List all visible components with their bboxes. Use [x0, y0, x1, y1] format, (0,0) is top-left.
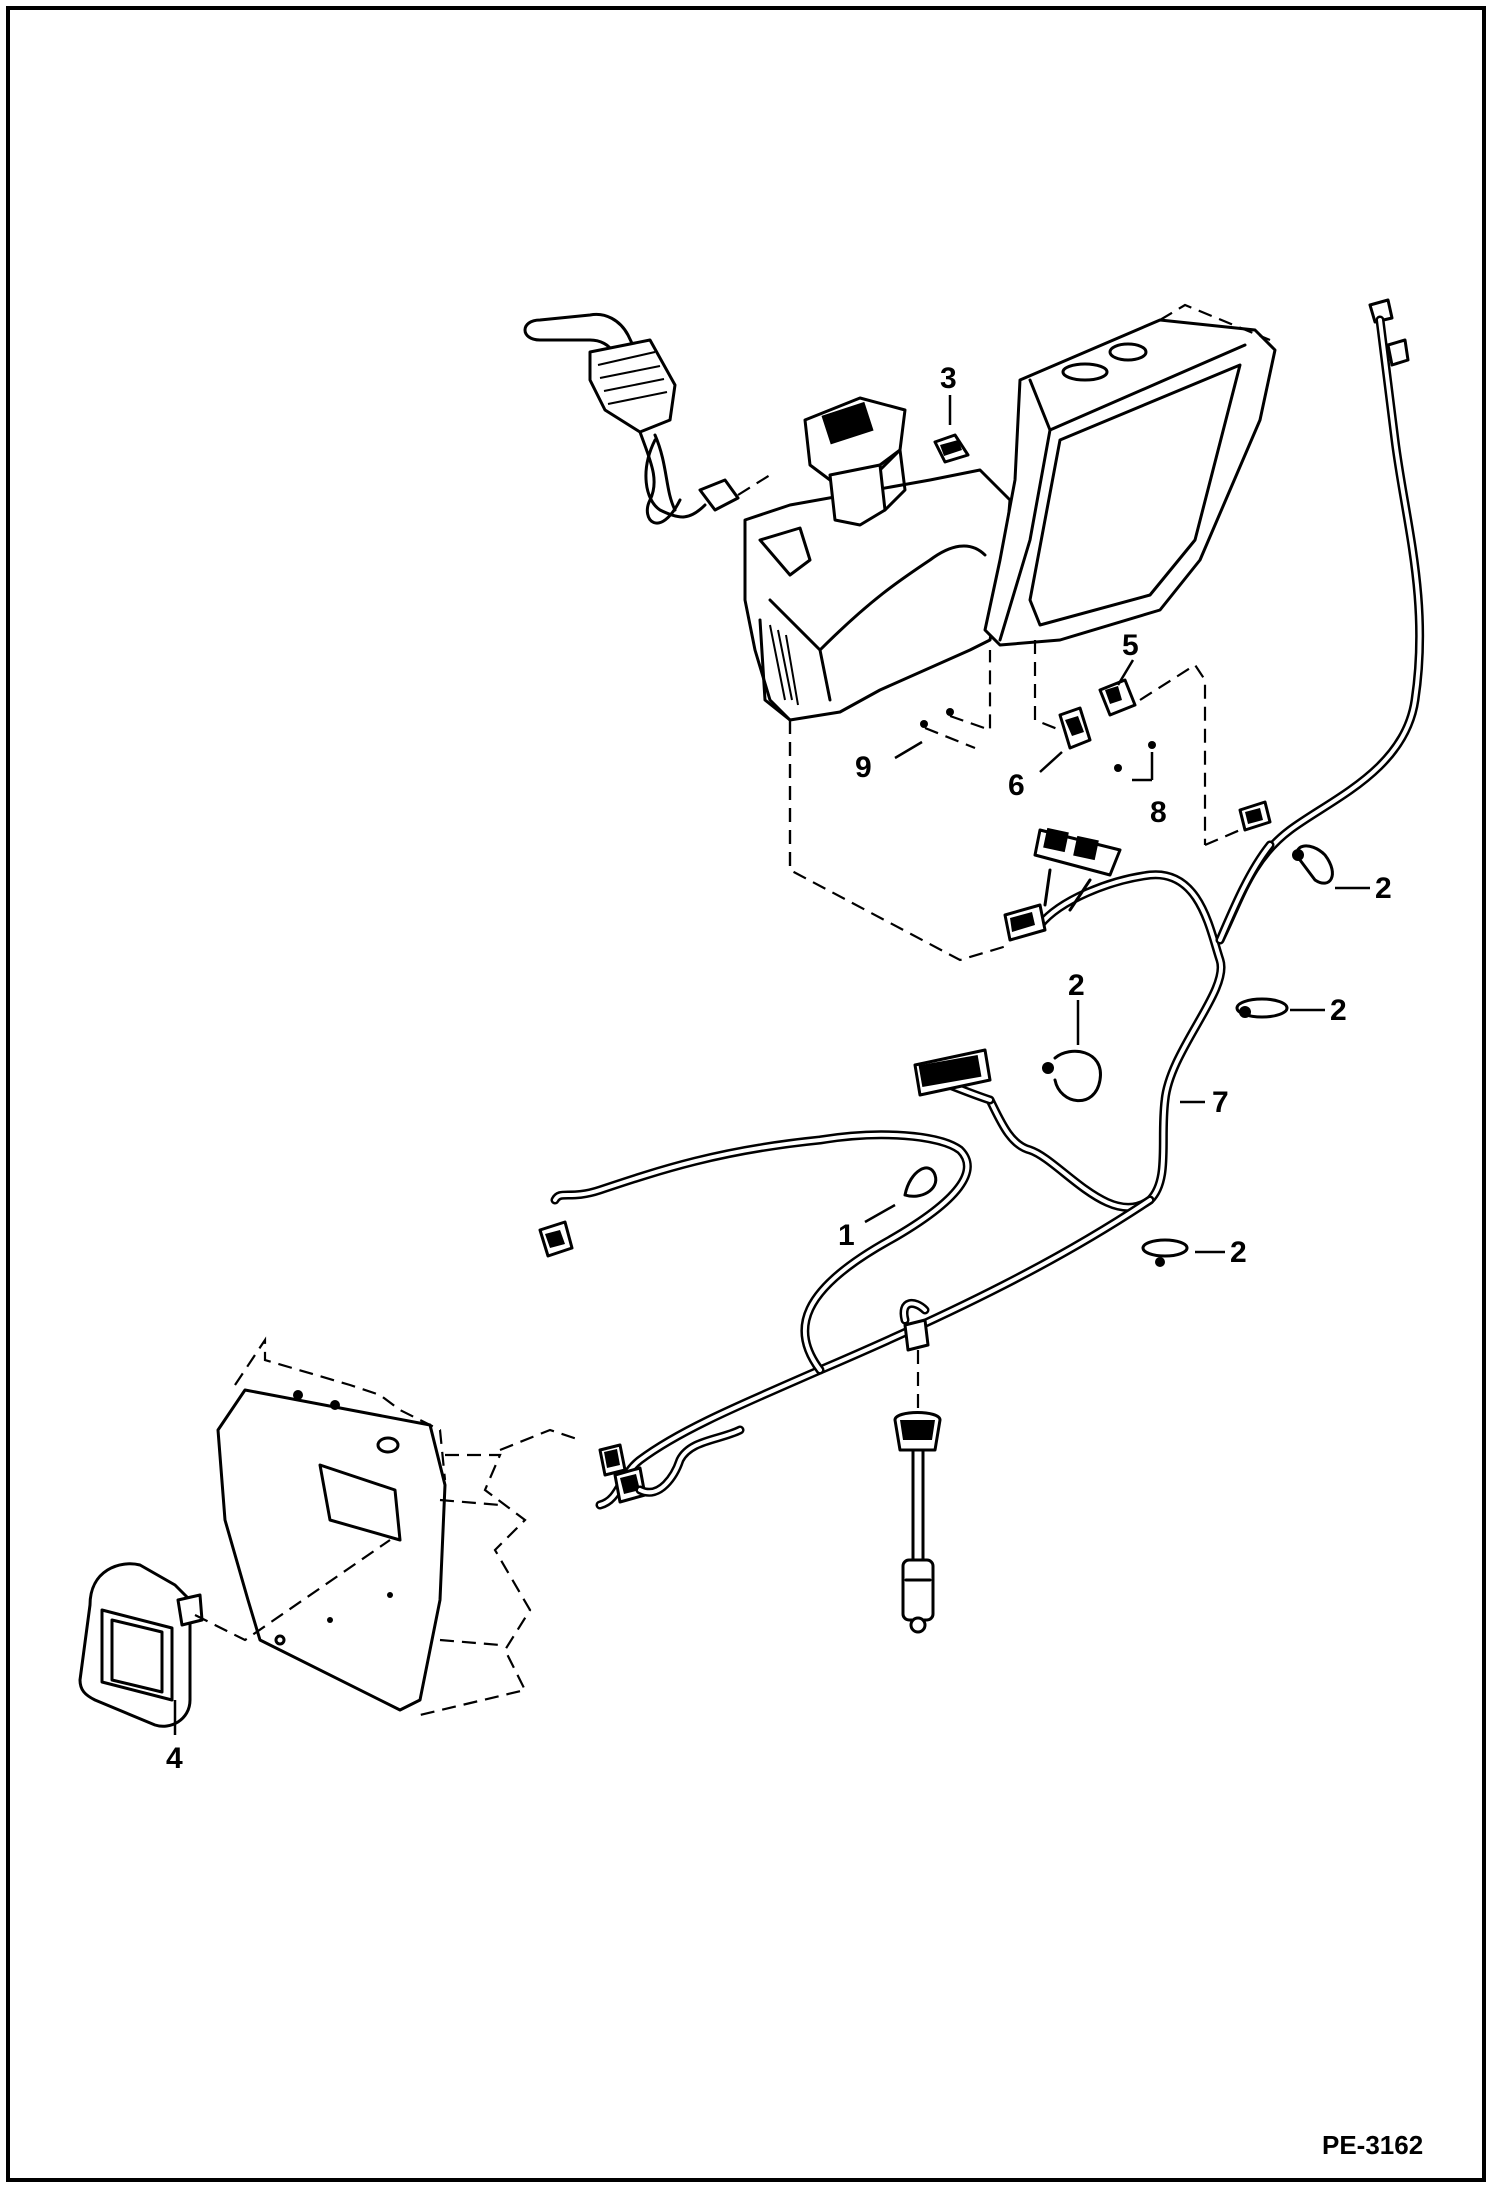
part-1-branch-lead	[538, 1130, 972, 1375]
armrest-cushion	[983, 303, 1277, 647]
part-8-nuts	[1114, 741, 1156, 782]
mounting-panel	[216, 1336, 581, 1717]
callout-2-top: 2	[1375, 872, 1392, 905]
part-4-work-light	[78, 1539, 391, 1728]
callout-8: 8	[1150, 796, 1167, 829]
callout-7: 7	[1212, 1086, 1229, 1119]
panel-harness-connectors	[598, 1425, 745, 1504]
joystick-handle	[523, 312, 682, 525]
part-2-clamp-right-top	[1292, 844, 1334, 885]
part-2-clamp-right-mid	[1235, 997, 1289, 1019]
callout-2-lower: 2	[1230, 1236, 1247, 1269]
part-2-clamp-centre	[1042, 1049, 1102, 1103]
control-console	[743, 396, 1012, 722]
callout-1: 1	[838, 1219, 855, 1252]
assembly-dashed-lines	[788, 640, 1241, 962]
harness-connectors	[913, 800, 1272, 1097]
part-2-clamp-lower	[1141, 1238, 1189, 1267]
callout-6: 6	[1008, 769, 1025, 802]
level-sender	[893, 1299, 942, 1634]
callout-9: 9	[855, 751, 872, 784]
callout-5: 5	[1122, 629, 1139, 662]
callout-3: 3	[940, 362, 957, 395]
callout-2-mid: 2	[1330, 994, 1347, 1027]
callout-2-centre: 2	[1068, 969, 1085, 1002]
part-3-switch	[933, 433, 970, 464]
part-6-relay-base	[1058, 706, 1092, 750]
part-5-relay	[1098, 663, 1207, 845]
figure-code: PE-3162	[1322, 2130, 1423, 2160]
callout-4: 4	[166, 1742, 183, 1775]
joystick-cable	[644, 438, 771, 519]
leader-lines	[173, 395, 1370, 1735]
